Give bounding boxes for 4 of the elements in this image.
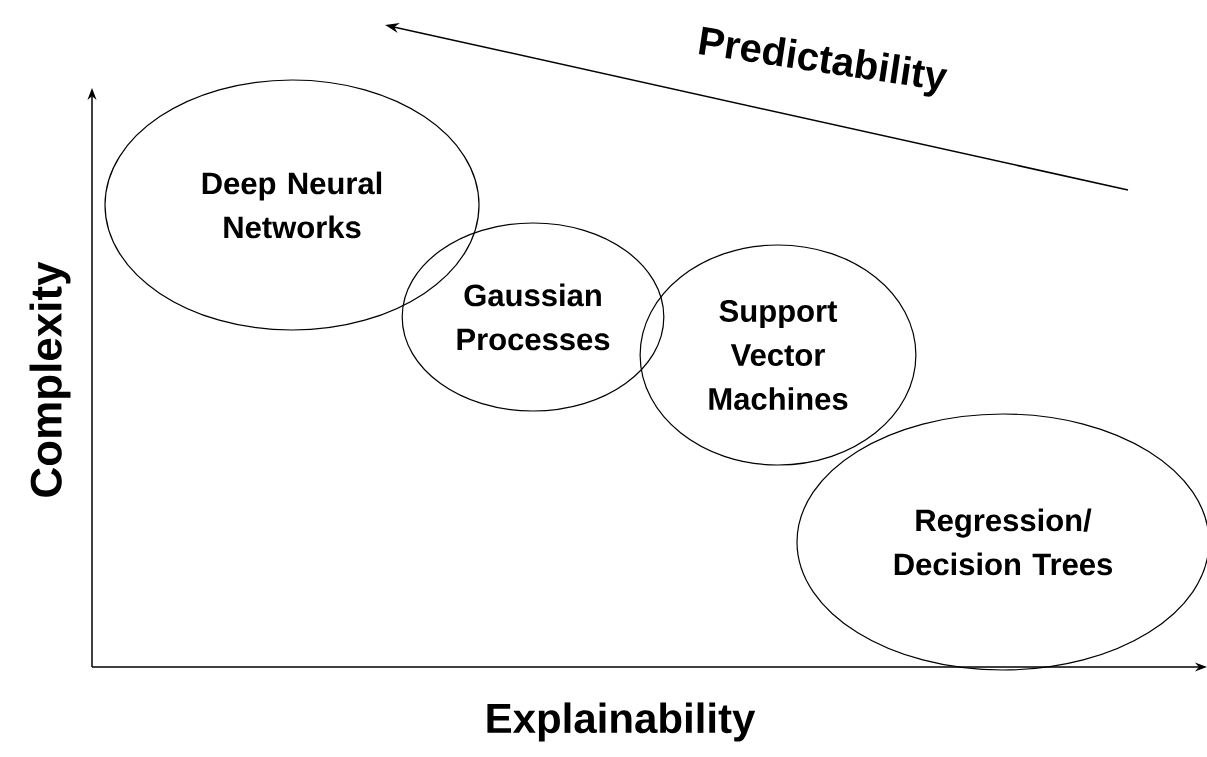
axis-label: Explainability	[487, 702, 756, 742]
ellipse-node: Gaussian Processes	[401, 222, 665, 412]
axis-label: Complexity	[29, 261, 71, 497]
ellipse-node: Support Vector Machines	[639, 244, 917, 466]
